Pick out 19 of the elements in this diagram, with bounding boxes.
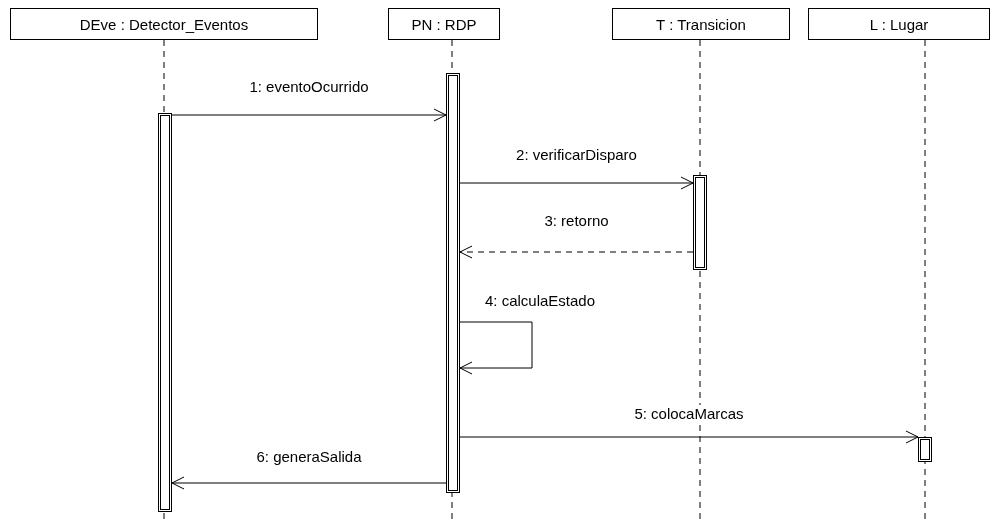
activation-bar — [446, 73, 460, 493]
message-arrow — [459, 176, 694, 190]
lifeline-head: T : Transicion — [612, 8, 790, 40]
activation-bar — [693, 175, 707, 270]
edge-label: 2: verificarDisparo — [514, 146, 639, 163]
return-arrow — [459, 245, 694, 259]
message-arrow — [171, 476, 447, 490]
lifeline-head: L : Lugar — [808, 8, 990, 40]
edge-label: 5: colocaMarcas — [632, 405, 746, 422]
edge-label: 6: generaSalida — [254, 448, 364, 465]
edge-label: 1: eventoOcurrido — [247, 78, 371, 95]
lifeline-head: PN : RDP — [388, 8, 500, 40]
message-arrow — [171, 108, 447, 122]
activation-bar — [918, 437, 932, 462]
message-arrow — [459, 430, 919, 444]
edge-label: 4: calculaEstado — [482, 292, 598, 309]
activation-bar — [158, 113, 172, 512]
lifeline-head: DEve : Detector_Eventos — [10, 8, 318, 40]
message-arrow — [459, 321, 533, 375]
